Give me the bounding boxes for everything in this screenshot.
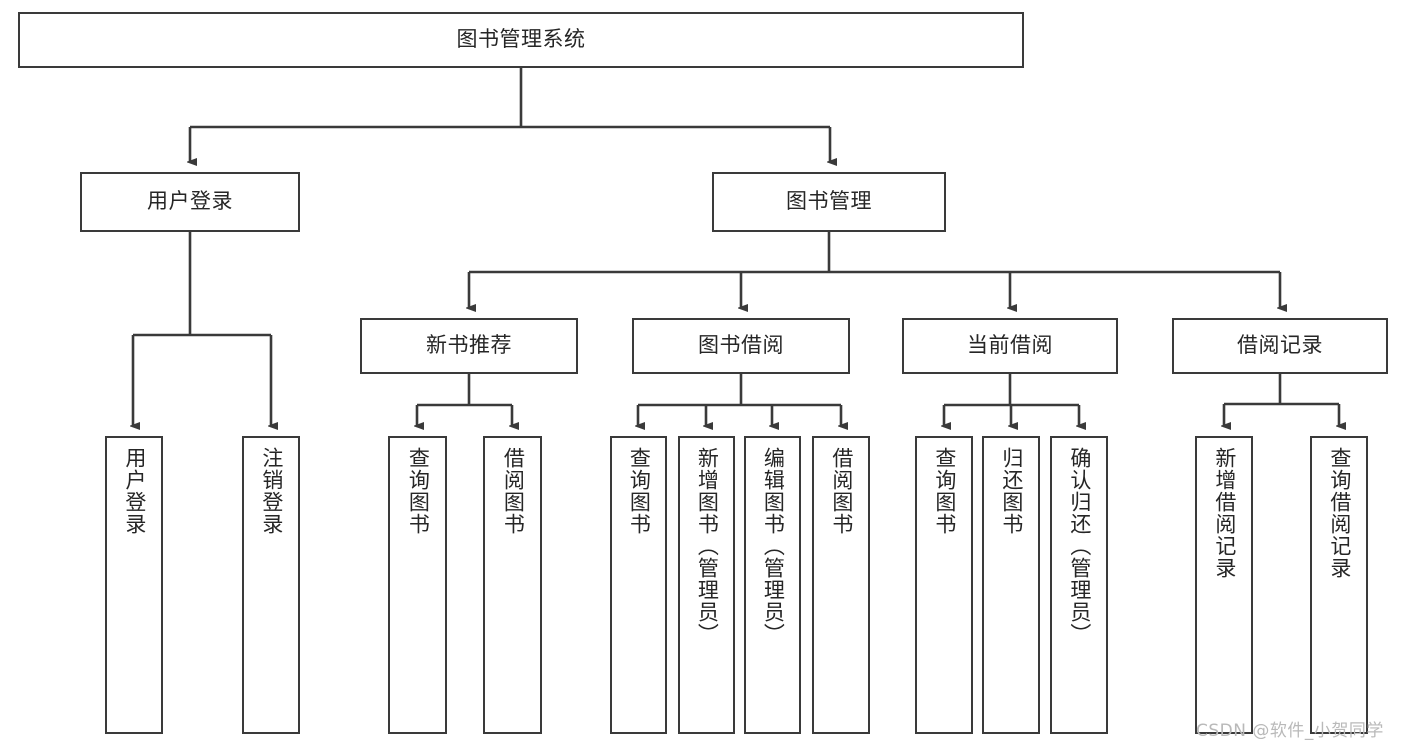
node-leaf-confirm-return[interactable]: 确认归还（管理员） [1050,436,1108,734]
node-leaf-return-book-label: 归还图书 [999,447,1024,535]
node-current-borrow-label: 当前借阅 [967,333,1053,358]
node-book-manage[interactable]: 图书管理 [712,172,946,232]
node-current-borrow[interactable]: 当前借阅 [902,318,1118,374]
node-leaf-query-book-1-label: 查询图书 [406,447,431,535]
node-leaf-add-record[interactable]: 新增借阅记录 [1195,436,1253,734]
node-borrow-record[interactable]: 借阅记录 [1172,318,1388,374]
watermark-text: CSDN @软件_小贺同学 [1196,721,1384,741]
node-leaf-edit-book-label: 编辑图书（管理员） [761,447,786,645]
node-book-borrow[interactable]: 图书借阅 [632,318,850,374]
node-leaf-return-book[interactable]: 归还图书 [982,436,1040,734]
node-borrow-record-label: 借阅记录 [1237,333,1323,358]
node-leaf-add-book-label: 新增图书（管理员） [695,447,720,645]
node-leaf-add-record-label: 新增借阅记录 [1212,447,1237,579]
node-leaf-borrow-book-2[interactable]: 借阅图书 [812,436,870,734]
node-leaf-borrow-book-1[interactable]: 借阅图书 [483,436,542,734]
node-leaf-query-book-3-label: 查询图书 [932,447,957,535]
node-book-borrow-label: 图书借阅 [698,333,784,358]
node-leaf-query-record[interactable]: 查询借阅记录 [1310,436,1368,734]
node-leaf-query-book-2[interactable]: 查询图书 [610,436,667,734]
node-new-book-recommend-label: 新书推荐 [426,333,512,358]
node-leaf-confirm-return-label: 确认归还（管理员） [1067,447,1092,645]
node-leaf-user-login[interactable]: 用户登录 [105,436,163,734]
node-leaf-user-logout-label: 注销登录 [259,447,284,535]
node-leaf-query-book-2-label: 查询图书 [627,447,652,535]
node-leaf-user-logout[interactable]: 注销登录 [242,436,300,734]
node-leaf-user-login-label: 用户登录 [122,447,147,535]
node-leaf-query-book-3[interactable]: 查询图书 [915,436,973,734]
node-leaf-borrow-book-2-label: 借阅图书 [829,447,854,535]
node-leaf-query-book-1[interactable]: 查询图书 [388,436,447,734]
node-leaf-borrow-book-1-label: 借阅图书 [501,447,526,535]
node-leaf-query-record-label: 查询借阅记录 [1327,447,1352,579]
node-leaf-edit-book[interactable]: 编辑图书（管理员） [744,436,801,734]
node-book-manage-label: 图书管理 [786,189,872,214]
node-user-login-label: 用户登录 [147,189,233,214]
node-root[interactable]: 图书管理系统 [18,12,1024,68]
node-new-book-recommend[interactable]: 新书推荐 [360,318,578,374]
node-leaf-add-book[interactable]: 新增图书（管理员） [678,436,735,734]
node-user-login[interactable]: 用户登录 [80,172,300,232]
node-root-label: 图书管理系统 [456,27,586,52]
